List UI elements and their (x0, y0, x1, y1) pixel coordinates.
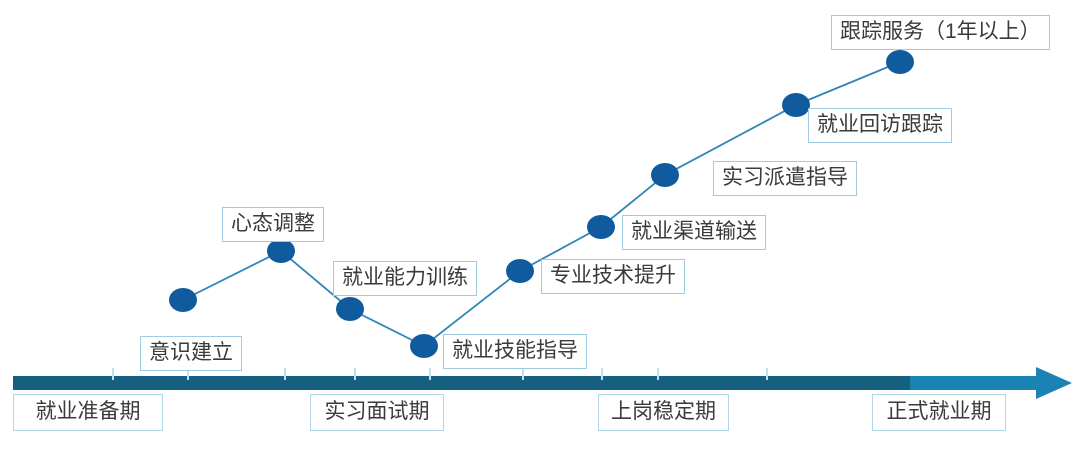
timeline-axis-group (13, 367, 1072, 399)
stage-label-0[interactable]: 意识建立 (140, 336, 242, 371)
chart-marker-4[interactable] (506, 259, 534, 283)
chart-marker-5[interactable] (587, 215, 615, 239)
period-label-2[interactable]: 上岗稳定期 (598, 394, 729, 431)
chart-marker-0[interactable] (169, 288, 197, 312)
period-label-1[interactable]: 实习面试期 (310, 394, 444, 431)
stage-label-2[interactable]: 就业能力训练 (333, 261, 477, 296)
stage-label-8[interactable]: 跟踪服务（1年以上） (831, 15, 1050, 50)
chart-marker-7[interactable] (782, 93, 810, 117)
timeline-arrow (910, 367, 1072, 399)
chart-marker-6[interactable] (651, 163, 679, 187)
period-label-0[interactable]: 就业准备期 (13, 394, 163, 431)
stage-label-7[interactable]: 就业回访跟踪 (808, 108, 952, 143)
timeline-bar-solid (13, 376, 910, 390)
stage-label-1[interactable]: 心态调整 (222, 207, 324, 242)
chart-marker-3[interactable] (410, 334, 438, 358)
stage-label-4[interactable]: 专业技术提升 (541, 259, 685, 294)
stage-label-3[interactable]: 就业技能指导 (443, 334, 587, 369)
chart-marker-8[interactable] (886, 50, 914, 74)
chart-marker-1[interactable] (267, 239, 295, 263)
stage-label-5[interactable]: 就业渠道输送 (622, 215, 766, 250)
period-label-3[interactable]: 正式就业期 (872, 394, 1006, 431)
chart-marker-group (169, 50, 914, 358)
stage-label-6[interactable]: 实习派遣指导 (713, 161, 857, 196)
chart-marker-2[interactable] (336, 297, 364, 321)
